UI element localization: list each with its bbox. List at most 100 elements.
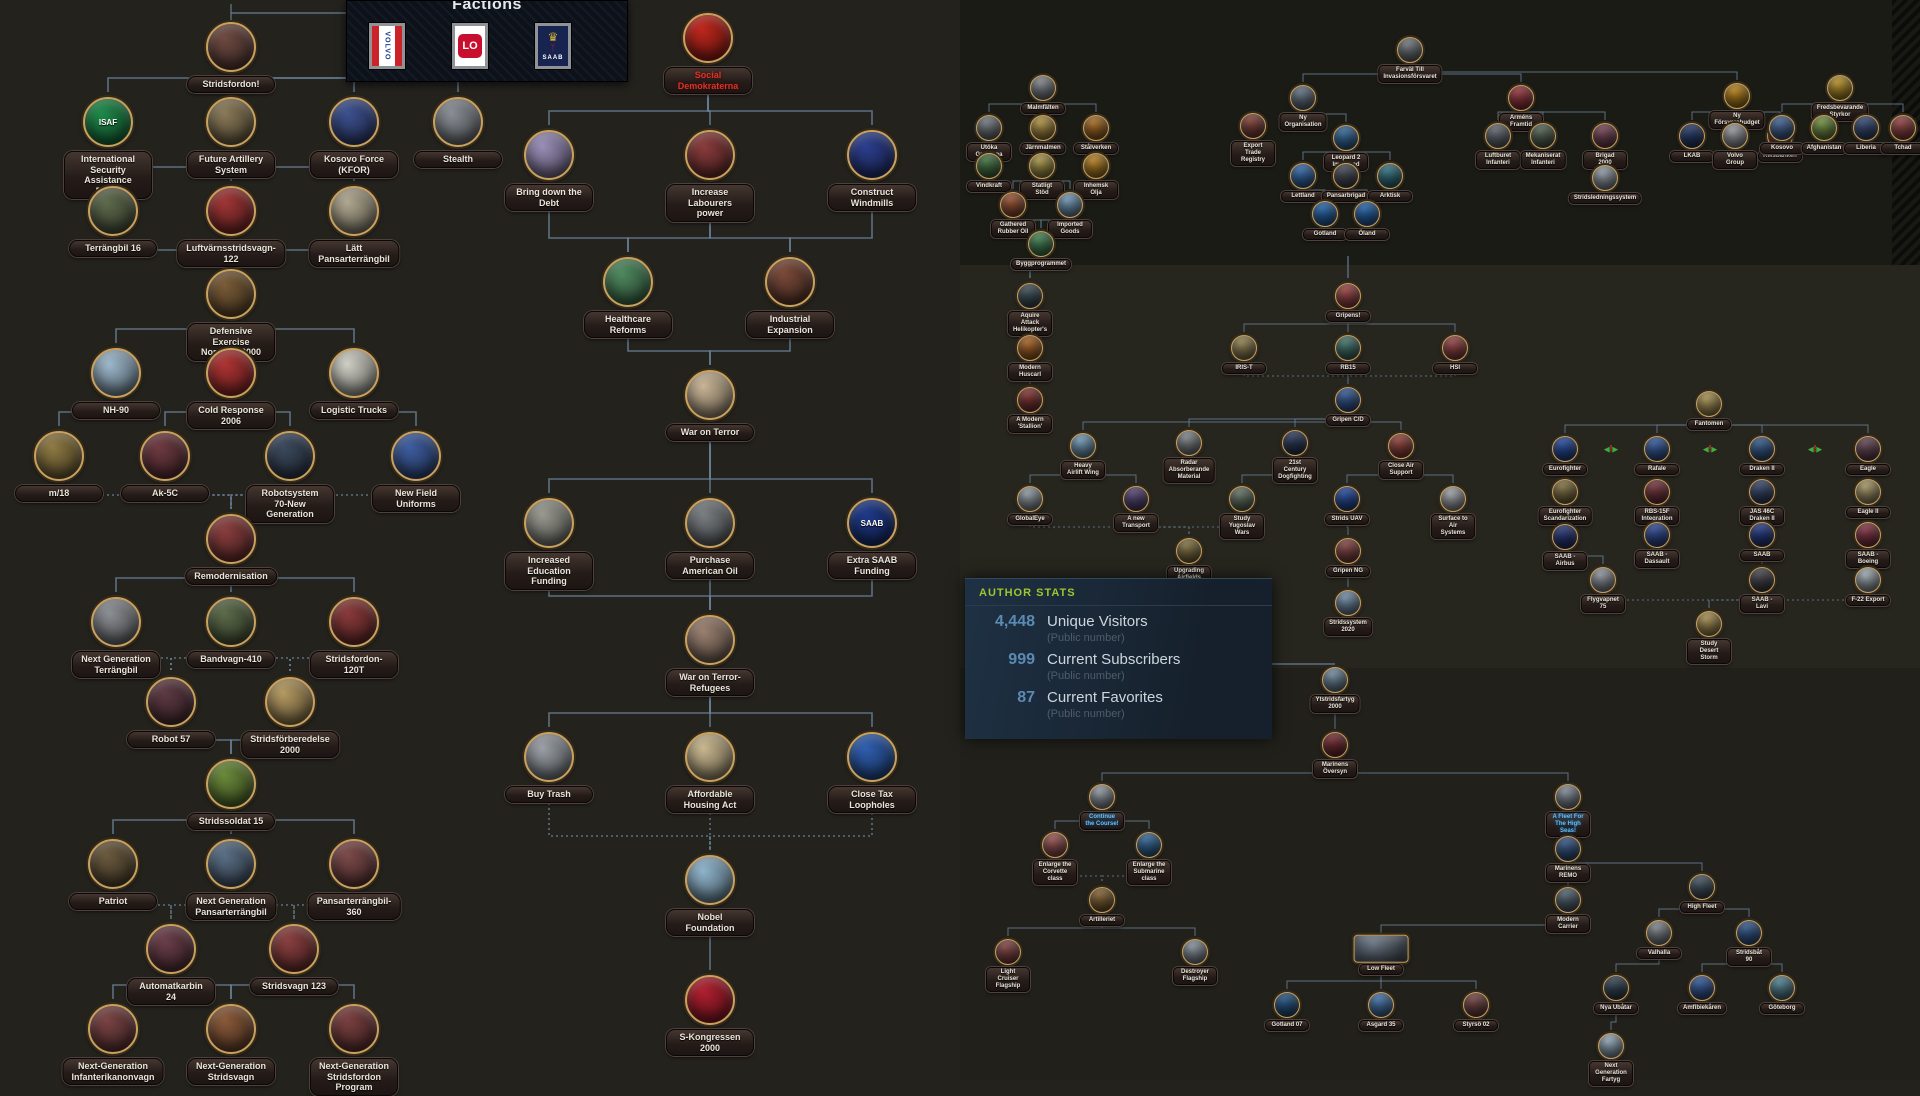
focus-label: Eagle II: [1846, 507, 1890, 519]
focus-icon: [1855, 567, 1881, 593]
focus-icon: [206, 1004, 256, 1054]
focus-icon: [1592, 123, 1618, 149]
focus-label: Malmfälten: [1021, 103, 1065, 115]
connector-line: [1334, 771, 1569, 781]
connector-line: [1610, 1014, 1617, 1030]
focus-label: Enlarge the Submarine class: [1127, 860, 1171, 886]
focus-icon: [1603, 975, 1629, 1001]
focus-label: Extra SAAB Funding: [828, 552, 916, 580]
volvo-flag-icon[interactable]: VOLVO: [369, 23, 405, 69]
connector-line: [709, 803, 873, 850]
focus-label: Asgard 35: [1359, 1020, 1403, 1032]
focus-label: Social Demokraterna: [664, 67, 752, 95]
focus-label: Artilleriet: [1080, 915, 1124, 927]
focus-label: Terrängbil 16: [69, 240, 157, 257]
stat-row-subscribers: 999 Current Subscribers (Public number): [965, 651, 1272, 682]
focus-icon: [847, 732, 897, 782]
focus-icon: [1083, 115, 1109, 141]
focus-label: Pansarterrängbil-360: [307, 893, 401, 921]
focus-label: Heavy Airlift Wing: [1061, 461, 1105, 480]
focus-label: Volvo Group: [1713, 151, 1757, 170]
focus-icon: [206, 22, 256, 72]
focus-icon: [1089, 887, 1115, 913]
focus-icon: [1853, 115, 1879, 141]
focus-icon: [1334, 486, 1360, 512]
focus-label: Flygvapnet 75: [1581, 595, 1625, 614]
focus-label: Next-Generation Infanterikanonvagn: [62, 1058, 164, 1086]
stat-row-visitors: 4,448 Unique Visitors (Public number): [965, 613, 1272, 644]
focus-icon: [1749, 479, 1775, 505]
focus-label: Arktisk: [1368, 191, 1412, 203]
focus-label: Marinens REMO: [1546, 864, 1590, 883]
focus-label: Gripens!: [1326, 311, 1370, 323]
focus-label: Gotland 07: [1265, 1020, 1309, 1032]
crown-icon: ♛: [547, 30, 559, 44]
focus-icon: [685, 498, 735, 548]
focus-label: Eagle: [1846, 464, 1890, 476]
focus-icon: [1769, 975, 1795, 1001]
focus-label: GlobalEye: [1008, 514, 1052, 526]
focus-icon: [1555, 836, 1581, 862]
focus-label: NH-90: [72, 402, 160, 419]
focus-icon: [329, 1004, 379, 1054]
focus-label: Low Fleet: [1359, 964, 1403, 976]
focus-icon: [685, 370, 735, 420]
current-subscribers-note: (Public number): [1047, 670, 1125, 682]
focus-icon: ISAF: [83, 97, 133, 147]
focus-label: Export Trade Registry: [1231, 141, 1275, 167]
lo-flag-icon[interactable]: LO: [452, 23, 488, 69]
focus-icon: [1508, 85, 1534, 111]
focus-label: Stealth: [414, 151, 502, 168]
focus-icon: [1312, 201, 1338, 227]
focus-icon: [206, 97, 256, 147]
focus-icon: [1689, 975, 1715, 1001]
connector-line: [709, 441, 873, 493]
focus-icon: [329, 597, 379, 647]
focus-label: RB15: [1326, 363, 1370, 375]
focus-icon: [1463, 992, 1489, 1018]
focus-icon: [1890, 115, 1916, 141]
focus-icon: [685, 615, 735, 665]
focus-icon: [1644, 436, 1670, 462]
focus-icon: [683, 13, 733, 63]
focus-icon: [1736, 920, 1762, 946]
focus-label: Stridsvagn 123: [250, 978, 338, 995]
focus-label: Next Generation Pansarterrängbil: [186, 893, 276, 921]
focus-label: Nobel Foundation: [666, 909, 754, 937]
connector-line: [1286, 975, 1382, 989]
saab-flag-icon[interactable]: ♛ ᛉ SAAB: [535, 23, 571, 69]
focus-icon: [1530, 123, 1556, 149]
focus-icon: [1089, 784, 1115, 810]
connector-line: [1380, 975, 1477, 989]
focus-icon: [206, 597, 256, 647]
focus-label: Future Artillery System: [187, 151, 275, 179]
focus-label: SAAB - Boeing: [1846, 550, 1890, 569]
focus-icon: [1017, 387, 1043, 413]
focus-icon: [1017, 486, 1043, 512]
focus-icon: [1290, 163, 1316, 189]
focus-label: Increase Labourers power: [666, 184, 754, 222]
focus-icon: [206, 839, 256, 889]
focus-label: Close Tax Loopholes: [828, 786, 916, 814]
focus-icon: [1377, 163, 1403, 189]
focus-icon: [1724, 83, 1750, 109]
focus-icon: [1855, 522, 1881, 548]
focus-label: Rafale: [1635, 464, 1679, 476]
focus-label: Aquire Attack Helikopter's: [1007, 311, 1053, 337]
connector-line: [1708, 424, 1869, 433]
focus-label: Light Cruiser Flagship: [986, 967, 1030, 993]
focus-label: S-Kongressen 2000: [666, 1029, 754, 1057]
factions-panel: Factions VOLVO LO ♛ ᛉ SAAB: [346, 0, 628, 82]
connector-line: [707, 84, 873, 125]
focus-icon: [1182, 939, 1208, 965]
focus-label: Next-Generation Stridsvagn: [187, 1058, 275, 1086]
focus-icon: [1827, 75, 1853, 101]
focus-icon: [269, 924, 319, 974]
focus-icon: [329, 348, 379, 398]
focus-icon: [1057, 192, 1083, 218]
focus-label: Farväl Till Invasionsförsvaret: [1378, 65, 1442, 84]
current-favorites-label: Current Favorites: [1047, 689, 1163, 706]
focus-label: A new Transport: [1114, 514, 1158, 533]
focus-icon: [1322, 732, 1348, 758]
focus-icon: [1769, 115, 1795, 141]
